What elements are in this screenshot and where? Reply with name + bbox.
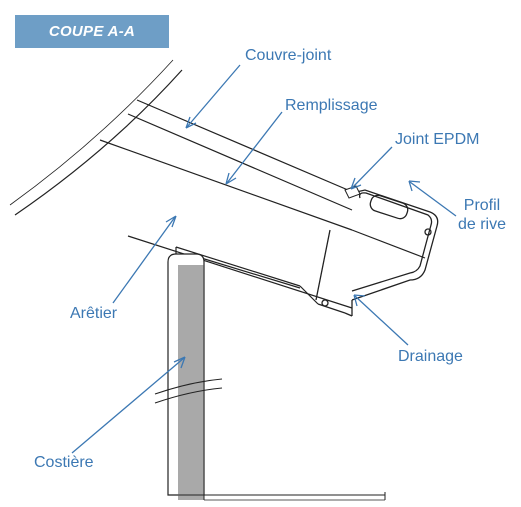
leader-remplissage [226,111,283,184]
leader-couvre-joint [186,64,241,128]
roof-panel [9,59,183,216]
leader-aretier [112,216,176,304]
leader-drainage [354,295,409,346]
label-profil-de-rive: Profil de rive [448,196,516,234]
costiere-wall [154,253,386,501]
section-title-badge: COUPE A-A [15,15,169,48]
label-profil-de-rive-line1: Profil [463,197,501,214]
leader-profil-de-rive-arrow [408,180,421,192]
profil-de-rive [315,189,439,317]
label-joint-epdm: Joint EPDM [395,131,480,148]
aretier-beam [127,235,353,314]
label-remplissage: Remplissage [285,97,378,114]
label-couvre-joint: Couvre-joint [245,47,332,64]
leader-joint-epdm-arrow [350,177,362,190]
leader-drainage-arrow [353,294,366,307]
leader-profil-de-rive [409,181,457,217]
leader-couvre-joint-arrow [185,116,197,129]
leader-costiere-arrow [173,356,186,369]
remplissage-panel [99,139,426,259]
leader-costiere [71,357,185,454]
leader-remplissage-arrow [225,172,237,185]
leader-joint-epdm [351,146,393,189]
couvre-joint-profile [127,99,356,211]
label-aretier: Arêtier [70,305,118,322]
label-costiere: Costière [34,454,94,471]
leader-aretier-arrow [165,215,177,228]
label-profil-de-rive-line2: de rive [457,216,507,233]
label-drainage: Drainage [398,348,463,365]
